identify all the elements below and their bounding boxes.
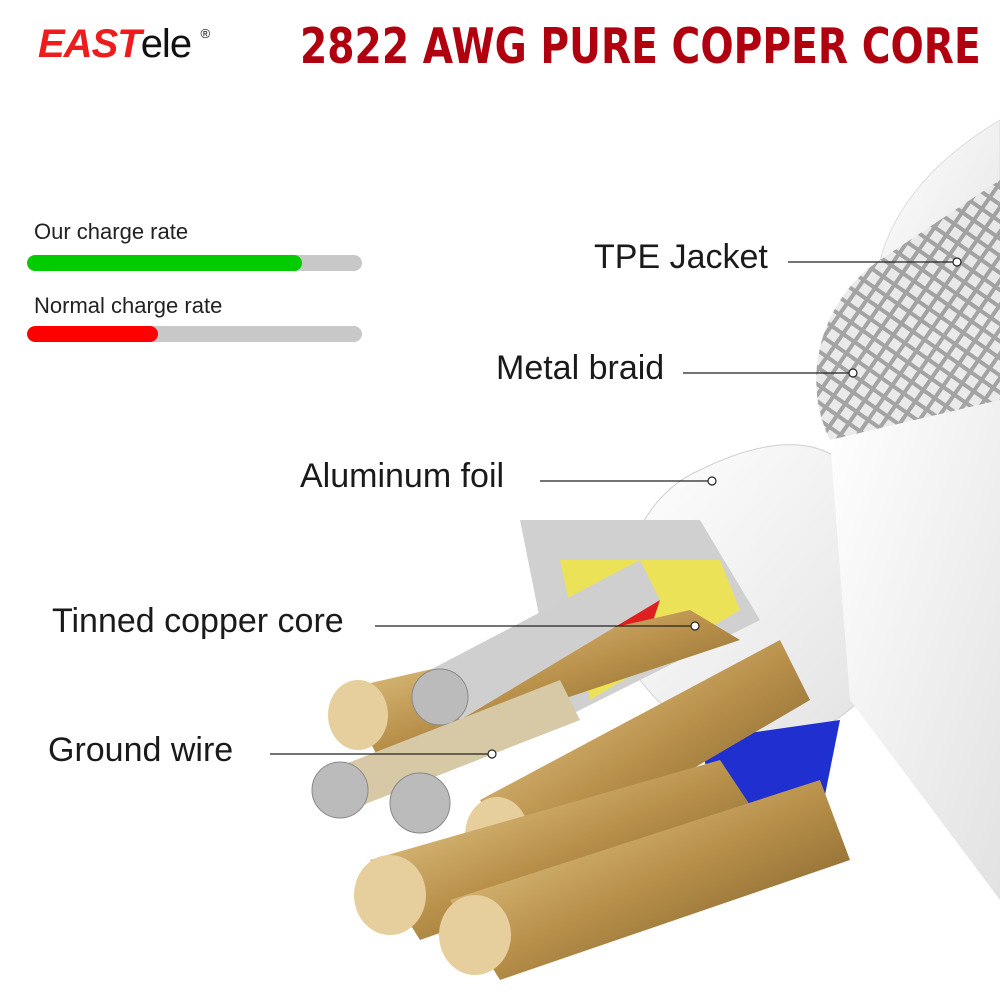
logo-east: EAST: [38, 22, 142, 66]
callout-tpe-jacket: TPE Jacket: [594, 238, 768, 276]
normal-charge-rate-fill: [27, 326, 158, 342]
callout-metal-braid: Metal braid: [496, 349, 665, 387]
normal-charge-rate-bar: [27, 326, 362, 342]
callout-tinned-copper-core: Tinned copper core: [52, 602, 344, 640]
callout-aluminum-foil: Aluminum foil: [300, 457, 505, 495]
our-charge-rate-fill: [27, 255, 302, 271]
tinned-strands: [311, 560, 660, 834]
our-charge-rate-bar: [27, 255, 362, 271]
headline: 2822 AWG PURE COPPER CORE: [300, 18, 981, 75]
brand-logo: EASTele ®: [38, 22, 210, 67]
callout-ground-wire: Ground wire: [48, 731, 234, 769]
normal-charge-rate-label: Normal charge rate: [34, 293, 223, 318]
our-charge-rate-label: Our charge rate: [34, 219, 189, 244]
registered-mark: ®: [200, 26, 210, 41]
metal-braid: [816, 180, 1000, 440]
logo-ele: ele: [140, 22, 192, 66]
